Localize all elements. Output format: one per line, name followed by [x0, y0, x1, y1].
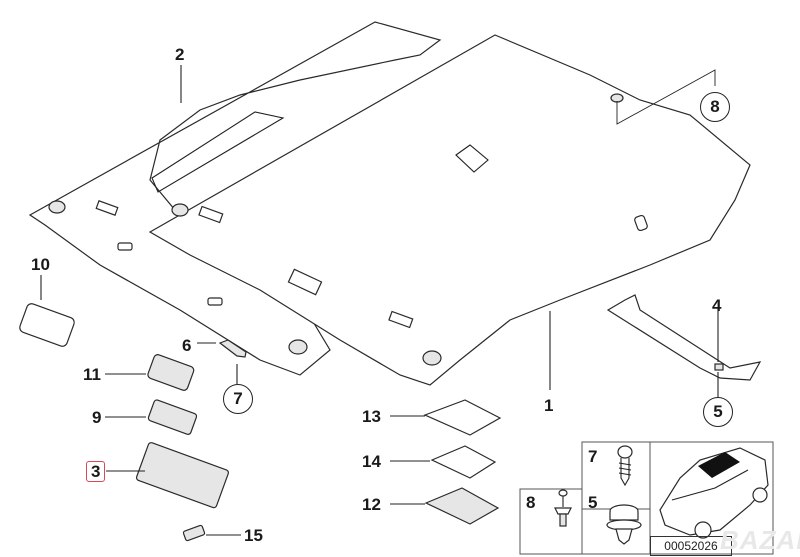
part-9-light	[147, 399, 198, 435]
callout-7[interactable]: 7	[223, 384, 253, 414]
rivet-icon	[554, 489, 572, 527]
part-1-headliner	[148, 34, 751, 386]
callout-3-highlighted[interactable]: 3	[86, 461, 106, 482]
part-13-cover	[423, 399, 502, 436]
part-3-console	[135, 442, 230, 509]
callout-6[interactable]: 6	[182, 336, 192, 355]
callout-15[interactable]: 15	[244, 526, 263, 545]
callout-10[interactable]: 10	[31, 255, 50, 274]
watermark: BAZAR	[720, 525, 800, 555]
leader-lines	[40, 65, 719, 536]
callout-14[interactable]: 14	[362, 452, 381, 471]
table-label-8: 8	[526, 493, 536, 512]
reference-number: 00052026	[650, 536, 732, 556]
callout-5[interactable]: 5	[703, 397, 733, 427]
callout-11[interactable]: 11	[83, 365, 101, 384]
part-4-trim	[606, 294, 762, 381]
table-label-7: 7	[588, 447, 598, 466]
part-10-seal	[19, 303, 75, 347]
callout-8[interactable]: 8	[700, 92, 730, 122]
car-location-icon	[659, 447, 769, 539]
callout-13[interactable]: 13	[362, 407, 381, 426]
leader-8	[616, 69, 716, 125]
callout-1[interactable]: 1	[544, 396, 554, 415]
table-label-5: 5	[588, 493, 598, 512]
part-15-switch	[182, 524, 206, 542]
screw-icon	[617, 445, 633, 487]
callout-9[interactable]: 9	[92, 408, 102, 427]
callout-12[interactable]: 12	[362, 495, 381, 514]
callout-2[interactable]: 2	[175, 45, 185, 64]
part-11-frame	[147, 354, 195, 391]
fastener-table	[519, 441, 774, 555]
callout-4[interactable]: 4	[712, 296, 722, 315]
part-14-frame	[430, 445, 497, 479]
part-6-hook	[218, 339, 247, 358]
part-12-base	[424, 487, 500, 525]
part-2-headliner-back	[28, 21, 442, 376]
clip-icon	[606, 504, 642, 545]
